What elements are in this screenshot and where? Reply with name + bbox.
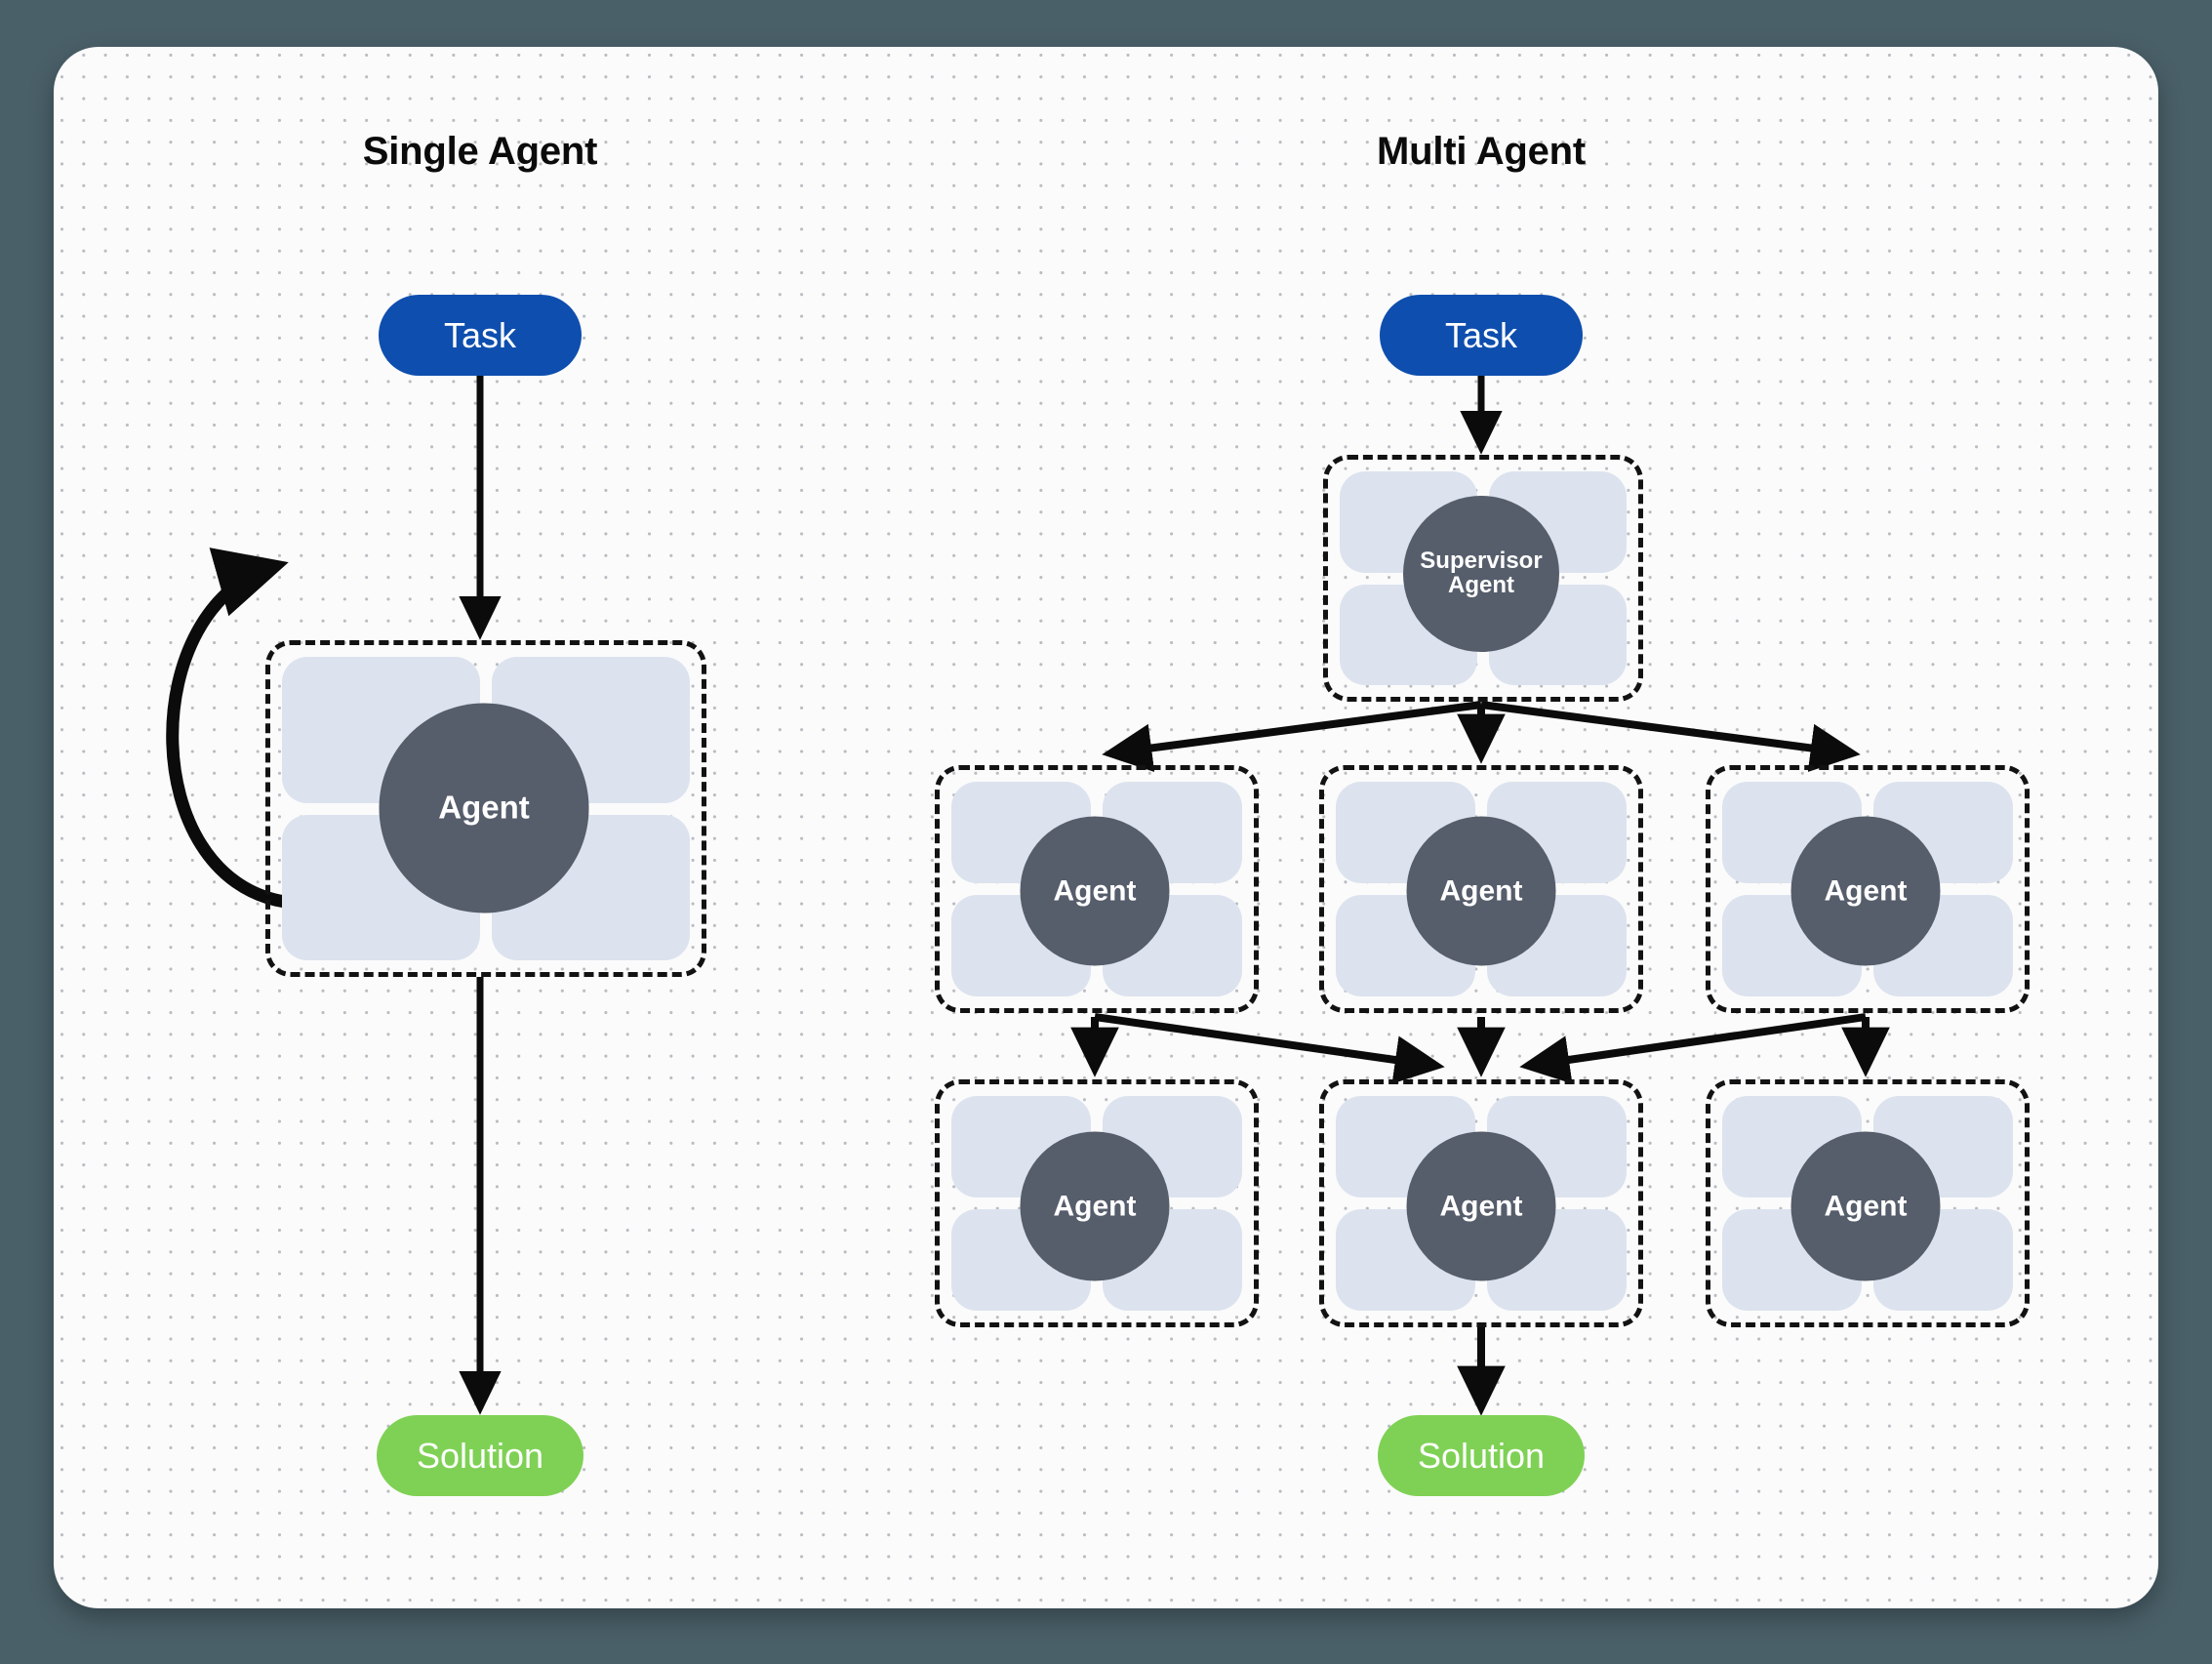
supervisor-label-line-1: Supervisor: [1420, 548, 1543, 575]
panel-title-single-agent: Single Agent: [362, 130, 598, 173]
agent-circle-label: Agent: [438, 789, 530, 826]
agent-circle-supervisor[interactable]: Supervisor Agent: [1403, 496, 1559, 652]
agent-circle-bottom-left[interactable]: Agent: [1020, 1131, 1170, 1281]
agent-circle-label: Agent: [1439, 1190, 1523, 1223]
agent-circle-middle-right[interactable]: Agent: [1790, 816, 1941, 966]
agent-circle-label: Agent: [1824, 874, 1908, 908]
node-task-multi[interactable]: Task: [1380, 295, 1583, 376]
agent-circle-single[interactable]: Agent: [379, 703, 589, 913]
agent-circle-bottom-right[interactable]: Agent: [1790, 1131, 1941, 1281]
agent-circle-bottom-center[interactable]: Agent: [1406, 1131, 1556, 1281]
agent-circle-label: Agent: [1439, 874, 1523, 908]
agent-circle-label: Agent: [1053, 874, 1137, 908]
agent-circle-middle-left[interactable]: Agent: [1020, 816, 1170, 966]
node-solution-multi[interactable]: Solution: [1378, 1415, 1585, 1496]
agent-circle-label: Agent: [1053, 1190, 1137, 1223]
supervisor-label-line-2: Agent: [1448, 572, 1514, 598]
agent-circle-middle-center[interactable]: Agent: [1406, 816, 1556, 966]
node-solution-single[interactable]: Solution: [377, 1415, 583, 1496]
agent-circle-label: Agent: [1824, 1190, 1908, 1223]
node-task-single[interactable]: Task: [379, 295, 582, 376]
panel-title-multi-agent: Multi Agent: [1376, 130, 1587, 173]
